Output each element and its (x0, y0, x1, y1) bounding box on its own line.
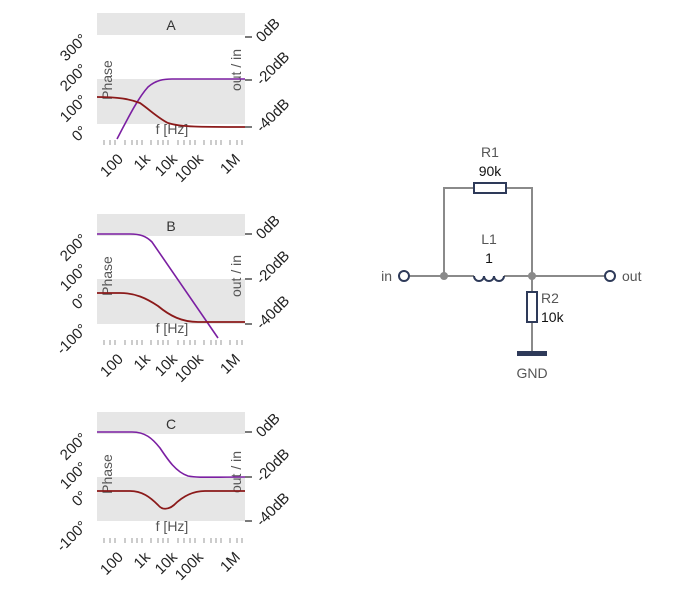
plot-c-phase-tick: 200° (57, 430, 91, 464)
input-terminal (398, 270, 410, 282)
plot-c-phase-tick: 0° (69, 488, 91, 510)
plot-a-magnitude-axis-label: out / in (228, 49, 244, 91)
plot-a-freq-tick: 100 (97, 151, 127, 181)
plot-b-phase-tick: 0° (69, 291, 91, 313)
plot-b-freq-tick: 1k (131, 350, 155, 374)
resistor-r1-symbol (473, 182, 507, 194)
circuit-wires (410, 187, 604, 352)
r1-name: R1 (481, 144, 499, 160)
plot-a-phase-curve (96, 96, 246, 128)
plot-b-phase-axis-label: Phase (99, 256, 115, 296)
circuit-schematic: in out R1 90k L1 1 R2 10k GND (381, 144, 641, 381)
plot-c-label: C (166, 416, 176, 432)
plot-b-db-tick: -20dB (253, 248, 293, 288)
plot-c-phase-tick: 100° (57, 459, 91, 493)
r2-name: R2 (541, 290, 559, 306)
plot-b-db-tick: 0dB (253, 212, 284, 243)
plot-c-phase-tick: -100° (53, 518, 90, 555)
plot-b-frequency-ticks (103, 340, 243, 345)
plot-b-freq-tick: 100k (172, 350, 207, 385)
plot-b-phase-curve (97, 292, 245, 323)
input-label: in (381, 268, 392, 284)
plot-a-freq-tick: 1k (131, 150, 155, 174)
r1-value: 90k (479, 163, 503, 179)
inductor-l1-symbol (473, 275, 505, 282)
plot-b-phase-tick: -100° (53, 321, 90, 358)
plot-b-label: B (166, 218, 175, 234)
plot-b-phase-tick: 100° (57, 261, 91, 295)
plot-c-magnitude-curve (97, 431, 246, 479)
plot-c-db-tick: 0dB (253, 410, 284, 441)
bode-plot-a: A 300° 200° 100° 0° Phase out / in 0dB -… (57, 13, 293, 186)
plot-c-x-axis-label: f [Hz] (156, 518, 189, 534)
plot-a-phase-axis-label: Phase (99, 60, 115, 100)
plot-a-freq-tick: 1M (217, 151, 244, 178)
plot-a-freq-tick: 100k (172, 150, 207, 185)
l1-value: 1 (485, 250, 493, 266)
plot-c-freq-tick: 100k (172, 548, 207, 583)
plot-c-title-band (97, 412, 245, 434)
plot-a-db-tick: -40dB (253, 96, 293, 136)
plot-a-db-tick: 0dB (253, 15, 284, 46)
plot-a-phase-tick: 200° (57, 61, 91, 95)
plot-a-phase-tick: 100° (57, 92, 91, 126)
ground-label: GND (516, 365, 547, 381)
plot-b-x-axis-label: f [Hz] (156, 320, 189, 336)
bode-plot-c: C 200° 100° 0° -100° Phase out / in 0dB … (53, 410, 293, 584)
plot-b-magnitude-axis-label: out / in (228, 255, 244, 297)
plot-c-freq-tick: 1M (217, 549, 244, 576)
plot-b-magnitude-curve (97, 233, 219, 339)
plot-b-freq-tick: 1M (217, 351, 244, 378)
plot-a-frequency-ticks (103, 140, 243, 145)
plot-a-phase-tick: 0° (69, 123, 91, 145)
plot-c-db-tick: -20dB (253, 446, 293, 486)
output-terminal (604, 270, 616, 282)
r2-value: 10k (541, 309, 565, 325)
plot-c-magnitude-axis-label: out / in (228, 451, 244, 493)
output-label: out (622, 268, 642, 284)
plot-c-phase-curve (97, 490, 245, 510)
junction-node (528, 272, 536, 280)
plot-c-db-tick: -40dB (253, 490, 293, 530)
plot-a-magnitude-curve (116, 78, 245, 140)
plot-b-freq-tick: 100 (97, 351, 127, 381)
plot-c-frequency-ticks (103, 538, 243, 543)
plot-a-title-band (97, 13, 245, 35)
plot-c-freq-tick: 100 (97, 549, 127, 579)
plot-c-phase-axis-label: Phase (99, 454, 115, 494)
ground-icon (517, 351, 547, 356)
plot-b-title-band (97, 214, 245, 236)
resistor-r2-symbol (526, 291, 538, 323)
junction-node (440, 272, 448, 280)
plot-c-phase-band (97, 477, 245, 521)
plot-b-phase-band (97, 279, 245, 324)
plot-a-db-tick: -20dB (253, 49, 293, 89)
plot-b-phase-tick: 200° (57, 231, 91, 265)
l1-name: L1 (481, 231, 497, 247)
plot-c-freq-tick: 1k (131, 548, 155, 572)
plot-a-label: A (166, 17, 176, 33)
bode-plot-b: B 200° 100° 0° -100° Phase out / in 0dB … (53, 212, 293, 386)
plot-a-phase-band (97, 79, 245, 124)
plot-b-db-tick: -40dB (253, 293, 293, 333)
plot-a-phase-tick: 300° (57, 31, 91, 65)
